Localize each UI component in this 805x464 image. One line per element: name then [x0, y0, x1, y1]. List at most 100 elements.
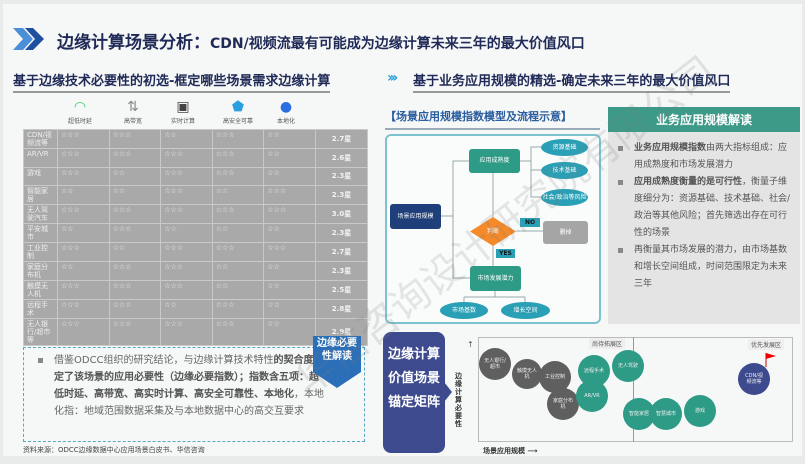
zone-right: 优先发展区	[748, 339, 785, 350]
node-delete: 删掉	[543, 221, 588, 244]
label-no: NO	[520, 218, 540, 227]
star-rating: ☆☆	[57, 185, 110, 205]
criteria-local: ●本地化	[261, 98, 311, 125]
table-row: 游戏☆☆☆☆☆☆☆☆☆☆☆☆☆2.3星	[23, 166, 368, 186]
star-rating: ☆☆☆	[57, 299, 110, 319]
bubble-teal: 智慧城市	[650, 398, 682, 430]
star-rating: ☆☆	[263, 223, 316, 243]
star-rating: ☆☆☆	[160, 166, 213, 186]
bandwidth-icon: ⇅	[127, 99, 139, 115]
bullet: 应用成熟度衡量的是可行性，衡量子维度细分为：资源基础、技术基础、社会/政治等其他…	[618, 174, 794, 242]
bubble-gray: 触摸无人机	[512, 359, 542, 389]
scenario-name: 家庭分布机	[23, 261, 58, 281]
star-rating: ☆☆☆	[108, 280, 162, 300]
star-rating: ☆☆	[263, 166, 316, 186]
right-panel-body: 业务应用规模指数由两大指标组成：应用成熟度和市场发展潜力 应用成熟度衡量的是可行…	[608, 132, 800, 324]
node-social: 社会/政治等风险	[541, 189, 588, 206]
star-rating: ☆☆	[160, 223, 213, 243]
star-rating: ☆☆	[263, 318, 316, 346]
table-row: AR/VR☆☆☆☆☆☆☆☆☆☆☆☆☆☆2.6星	[23, 148, 368, 168]
bubble-gray: 工业控制	[539, 361, 571, 393]
table-row: 触摸无人机☆☆☆☆☆☆☆☆☆☆☆☆☆2.5星	[23, 280, 368, 300]
star-rating: ☆☆☆	[263, 185, 316, 205]
table-row: 无人银行/超市等☆☆☆☆☆☆☆☆☆☆☆☆☆☆2.9星	[23, 318, 368, 346]
star-rating: ☆☆☆	[211, 299, 265, 319]
criteria-bandwidth: ⇅高带宽	[108, 98, 158, 125]
bubble-purple: CDN/视频流等	[738, 363, 770, 395]
criteria-compute: ▣实时计算	[158, 98, 208, 125]
score: 2.5星	[315, 280, 368, 300]
title-sub: CDN/视频流最有可能成为边缘计算未来三年的最大价值风口	[210, 36, 585, 52]
score: 2.3星	[315, 223, 368, 243]
star-rating: ☆☆☆	[57, 242, 110, 262]
star-rating: ☆☆	[57, 223, 110, 243]
star-rating: ☆☆☆	[108, 148, 162, 168]
node-growth: 增长空间	[501, 302, 550, 319]
y-axis-label: 边缘计算必要性	[455, 372, 462, 428]
star-rating: ☆☆☆	[160, 261, 213, 281]
bubble-teal: 无人驾驶	[612, 350, 644, 382]
chevron-right-icon	[13, 28, 44, 50]
star-rating: ☆☆☆	[160, 148, 213, 168]
y-axis-arrow: ↑	[467, 340, 474, 349]
necessity-note: 借鉴ODCC组织的研究结论，与边缘计算技术特性的契合度决定了该场景的应用必要性（…	[23, 347, 365, 442]
star-rating: ☆☆☆	[211, 148, 265, 168]
star-rating: ☆☆	[263, 261, 316, 281]
shield-badge-icon	[313, 336, 361, 388]
flag-icon	[765, 353, 776, 367]
label-yes: YES	[496, 249, 515, 258]
table-row: 远程手术☆☆☆☆☆☆☆☆☆☆☆☆☆2.8星	[23, 299, 368, 319]
star-rating: ☆☆☆	[57, 204, 110, 224]
subhead-right: 基于业务应用规模的精选-确定未来三年的最大价值风口	[413, 70, 731, 93]
node-tech: 技术基础	[541, 162, 588, 179]
star-rating: ☆☆	[108, 242, 162, 262]
scenario-name: AR/VR	[23, 148, 58, 168]
star-rating: ☆☆	[263, 129, 316, 149]
node-resource: 资源基础	[541, 139, 588, 156]
wifi-icon: ◠	[73, 99, 87, 115]
score: 2.8星	[315, 299, 368, 319]
bullet: 再衡量其市场发展的潜力，由市场基数和增长空间组成，时间范围限定为未来三年	[618, 242, 794, 293]
node-scale: 场景应用规模	[390, 204, 441, 229]
bubble-teal: AR/VR	[576, 380, 608, 412]
matrix-label: 边缘计算价值场景锚定矩阵	[383, 332, 445, 453]
star-rating: ☆☆☆	[57, 280, 110, 300]
node-base: 市场基数	[440, 302, 488, 319]
criteria-security: ⬟高安全可靠	[213, 98, 263, 125]
source-note: 资料来源：ODCC边缘数据中心应用场景白皮书、华信咨询	[23, 446, 205, 454]
location-pin-icon: ●	[279, 99, 293, 115]
star-rating: ☆☆☆	[211, 129, 265, 149]
matrix-divider	[633, 337, 634, 442]
badge-text: 边缘必要性解读	[317, 338, 357, 362]
page-title: 边缘计算场景分析：CDN/视频流最有可能成为边缘计算未来三年的最大价值风口	[57, 28, 585, 53]
star-rating: ☆☆☆	[57, 166, 110, 186]
score: 2.7星	[315, 129, 368, 149]
score: 2.7星	[315, 242, 368, 262]
star-rating: ☆☆	[263, 280, 316, 300]
star-rating: ☆☆☆	[263, 242, 316, 262]
value-matrix	[478, 337, 793, 442]
star-rating: ☆☆☆	[108, 204, 162, 224]
zone-left: 尚待拓展区	[589, 338, 626, 349]
bubble-gray: 家庭分布机	[547, 388, 579, 420]
star-rating: ☆☆	[211, 261, 265, 281]
triple-chevron-icon: ›››	[387, 70, 398, 86]
node-judge: 判断	[486, 227, 499, 235]
star-rating: ☆☆	[263, 148, 316, 168]
star-rating: ☆☆	[160, 129, 213, 149]
table-row: CDN/视频流等☆☆☆☆☆☆☆☆☆☆☆☆☆2.7星	[23, 129, 368, 149]
shield-icon: ⬟	[231, 99, 245, 115]
star-rating: ☆☆☆	[108, 318, 162, 346]
star-rating: ☆☆	[108, 166, 162, 186]
node-maturity: 应用成熟度	[469, 149, 520, 173]
star-rating: ☆☆☆	[57, 129, 110, 149]
table-row: 家庭分布机☆☆☆☆☆☆☆☆☆☆☆☆2.3星	[23, 261, 368, 281]
score: 2.6星	[315, 148, 368, 168]
bullet: 借鉴ODCC组织的研究结论，与边缘计算技术特性的契合度决定了该场景的应用必要性（…	[38, 352, 324, 420]
pointer-arrow	[444, 382, 452, 402]
scenario-name: 无人驾驶汽车	[23, 204, 58, 224]
right-panel-title: 业务应用规模解读	[608, 107, 800, 132]
star-rating: ☆☆☆	[108, 261, 162, 281]
slide: 边缘计算场景分析：CDN/视频流最有可能成为边缘计算未来三年的最大价值风口 基于…	[3, 4, 802, 456]
bubble-teal: 智能家居	[623, 398, 655, 430]
